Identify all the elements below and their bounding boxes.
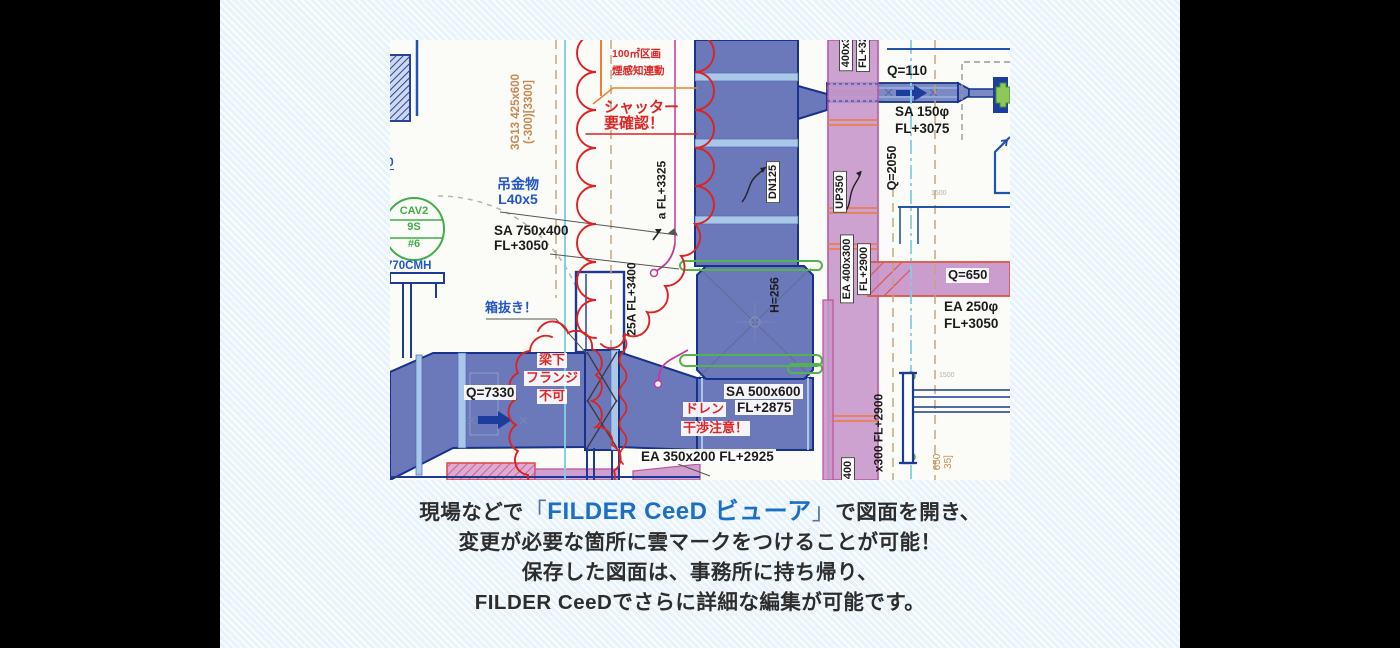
height-h256-label: H=256 [767, 277, 782, 313]
corner-spec-note: 650 35] [932, 453, 954, 471]
beam-note-1: 梁下 [536, 352, 568, 368]
edge-stub-label: 0 [390, 155, 394, 171]
riser-top-label-2: FL+32 [856, 40, 870, 73]
cav-label-2: 9S [407, 221, 421, 233]
ea350-duct-label: EA 350x200 FL+2925 [639, 449, 776, 465]
dn125-label: DN125 [766, 160, 780, 204]
pipe-25a-label: 25A FL+3400 [624, 262, 639, 336]
cad-drawing: 3G13 425x600 (-300)[3300] 100㎡区画 煙感知連動 シ… [390, 40, 1010, 480]
leader-lines [486, 87, 862, 477]
sa150-duct-label: SA 150φ FL+3075 [895, 104, 950, 136]
green-pipes [679, 260, 823, 374]
dimension-1500-a: 1500 [931, 190, 947, 197]
cav-label-3: #6 [407, 238, 421, 250]
pink-duct-400-label: 400 [841, 456, 855, 480]
airflow-q7330: Q=7330 [464, 385, 517, 401]
ea400-label-1: EA 400x300 [840, 234, 854, 304]
shutter-check-note: シャッター 要確認！ [604, 99, 680, 132]
wall-structures-right [887, 48, 1010, 465]
beam-note-3: 不可 [536, 388, 568, 404]
sa500-duct-label-2: FL+2875 [735, 400, 794, 416]
drain-note-1: ドレン [683, 401, 727, 417]
open-bracket: 「 [523, 498, 548, 524]
hanger-note: 吊金物 L40x5 [497, 176, 539, 207]
columns-bottom [390, 448, 700, 480]
beam-note-2: フランジ [523, 370, 581, 386]
level-a-label: a FL+3325 [654, 160, 669, 220]
airflow-q2050: Q=2050 [885, 145, 899, 191]
caption-line-4: FILDER CeeDでさらに詳細な編集が可能です。 [474, 591, 926, 614]
sa750-duct-label: SA 750x400 FL+3050 [494, 223, 569, 253]
box-out-note: 箱抜き！ [485, 300, 538, 315]
cav-airflow-label: 770CMH [390, 260, 432, 272]
caption-line-2: 変更が必要な箇所に雲マークをつけることが可能！ [458, 531, 942, 554]
reference-lines [555, 40, 936, 480]
cav-terminal-symbol [390, 197, 445, 261]
riser-top-label-1: 400x3 [839, 40, 853, 72]
airflow-q110: Q=110 [887, 63, 928, 78]
caption-line1-pre: 現場などで [419, 501, 524, 524]
sa500-duct-label-1: SA 500x600 [724, 384, 803, 400]
red-coil-line [618, 335, 628, 465]
vav-unit [995, 82, 1010, 108]
caption: 現場などで「FILDER CeeD ビューア」で図面を開き、 変更が必要な箇所に… [220, 496, 1180, 618]
caption-line1-post: で図面を開き、 [835, 501, 981, 524]
left-black-bar [0, 0, 220, 648]
cad-drawing-svg [390, 40, 1010, 480]
dimension-1500-b: 1500 [939, 372, 955, 379]
sa-riser-duct [694, 40, 828, 380]
ea250-duct-label: EA 250φ FL+3050 [944, 299, 999, 331]
caption-line-1: 現場などで「FILDER CeeD ビューア」で図面を開き、 [220, 496, 1180, 528]
flow-arrow-icon [478, 411, 512, 429]
airflow-q650: Q=650 [946, 267, 990, 283]
striped-background: 3G13 425x600 (-300)[3300] 100㎡区画 煙感知連動 シ… [220, 0, 1180, 648]
fire-compartment-note: 100㎡区画 煙感知連動 [612, 48, 665, 77]
duct-spec-note: 3G13 425x600 (-300)[3300] [510, 73, 535, 151]
cav-label-1: CAV2 [399, 205, 429, 217]
right-black-bar [1180, 0, 1400, 648]
close-bracket: 」 [811, 498, 836, 524]
drain-note-2: 干渉注意！ [681, 420, 751, 436]
caption-line-3: 保存した図面は、事務所に持ち帰り、 [521, 561, 879, 584]
up350-label: UP350 [833, 171, 847, 213]
ea400-label-2: FL+2900 [857, 242, 871, 296]
x300-duct-label: x300 FL+2900 [871, 393, 886, 473]
brand-name: FILDER CeeD ビューア [547, 498, 812, 525]
